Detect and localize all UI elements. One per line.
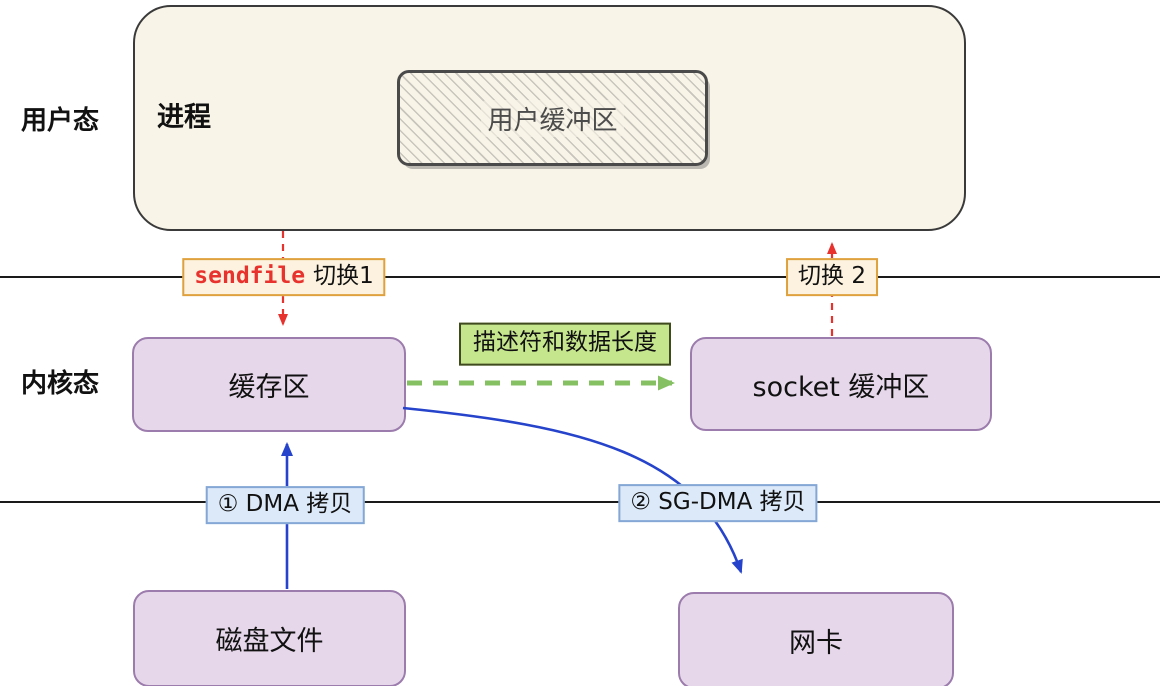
sendfile-keyword: sendfile: [194, 263, 306, 290]
sg-dma-copy-badge: ② SG-DMA 拷贝: [618, 484, 818, 522]
network-card-box: 网卡: [678, 592, 954, 686]
switch2-badge: 切换 2: [786, 258, 878, 296]
disk-file-box: 磁盘文件: [133, 590, 406, 686]
sendfile-switch1-badge: sendfile 切换1: [182, 258, 386, 296]
process-box: 进程 用户缓冲区: [133, 5, 966, 231]
user-buffer-box: 用户缓冲区: [397, 70, 708, 166]
descriptor-length-badge: 描述符和数据长度: [459, 322, 671, 366]
kernel-buffer-box: 缓存区: [132, 337, 406, 432]
switch1-text: 切换1: [313, 263, 374, 290]
process-label: 进程: [157, 102, 211, 133]
kernel-mode-label: 内核态: [20, 369, 99, 399]
socket-buffer-box: socket 缓冲区: [690, 337, 992, 431]
user-buffer-label: 用户缓冲区: [481, 99, 624, 137]
user-mode-label: 用户态: [20, 106, 99, 136]
dma-copy-badge: ① DMA 拷贝: [205, 486, 365, 524]
